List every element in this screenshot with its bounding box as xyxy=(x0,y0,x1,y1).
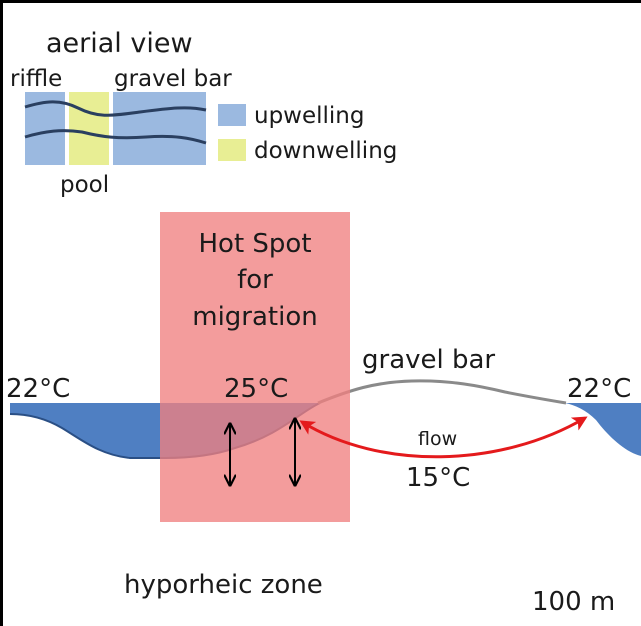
hyporheic-zone-label: hyporheic zone xyxy=(124,570,323,600)
temp-left-label: 22°C xyxy=(6,374,70,404)
stream-bank-top-line xyxy=(24,100,207,117)
pool-label: pool xyxy=(60,172,109,198)
hot-spot-label-line1: Hot Spot xyxy=(198,229,311,259)
legend-upwelling-swatch xyxy=(218,104,246,126)
gravel-bar-aerial-label: gravel bar xyxy=(114,66,232,92)
gravel-bar-surface xyxy=(317,379,567,405)
riffle-label: riffle xyxy=(10,66,62,92)
temp-hotspot-label: 25°C xyxy=(224,374,288,404)
legend-downwelling-label: downwelling xyxy=(254,138,397,164)
legend-downwelling-swatch xyxy=(218,139,246,161)
legend-upwelling-label: upwelling xyxy=(254,103,365,129)
stream-bank-bottom-line xyxy=(24,129,207,145)
scale-label: 100 m xyxy=(532,587,615,617)
aerial-view-title: aerial view xyxy=(46,28,193,59)
flow-label: flow xyxy=(418,428,457,450)
hot-spot-label-line3: migration xyxy=(192,302,317,332)
gravel-bar-section-label: gravel bar xyxy=(362,345,495,375)
right-stream-water xyxy=(565,403,641,456)
pool-downwelling-patch xyxy=(69,92,109,165)
temp-right-label: 22°C xyxy=(567,374,631,404)
hot-spot-label-line2: for xyxy=(237,265,273,295)
hot-spot-zone xyxy=(160,212,350,522)
gravel-bar-upwelling-patch xyxy=(113,92,206,165)
temp-flow-label: 15°C xyxy=(406,463,470,493)
hyporheic-flow-arrow xyxy=(299,416,588,459)
